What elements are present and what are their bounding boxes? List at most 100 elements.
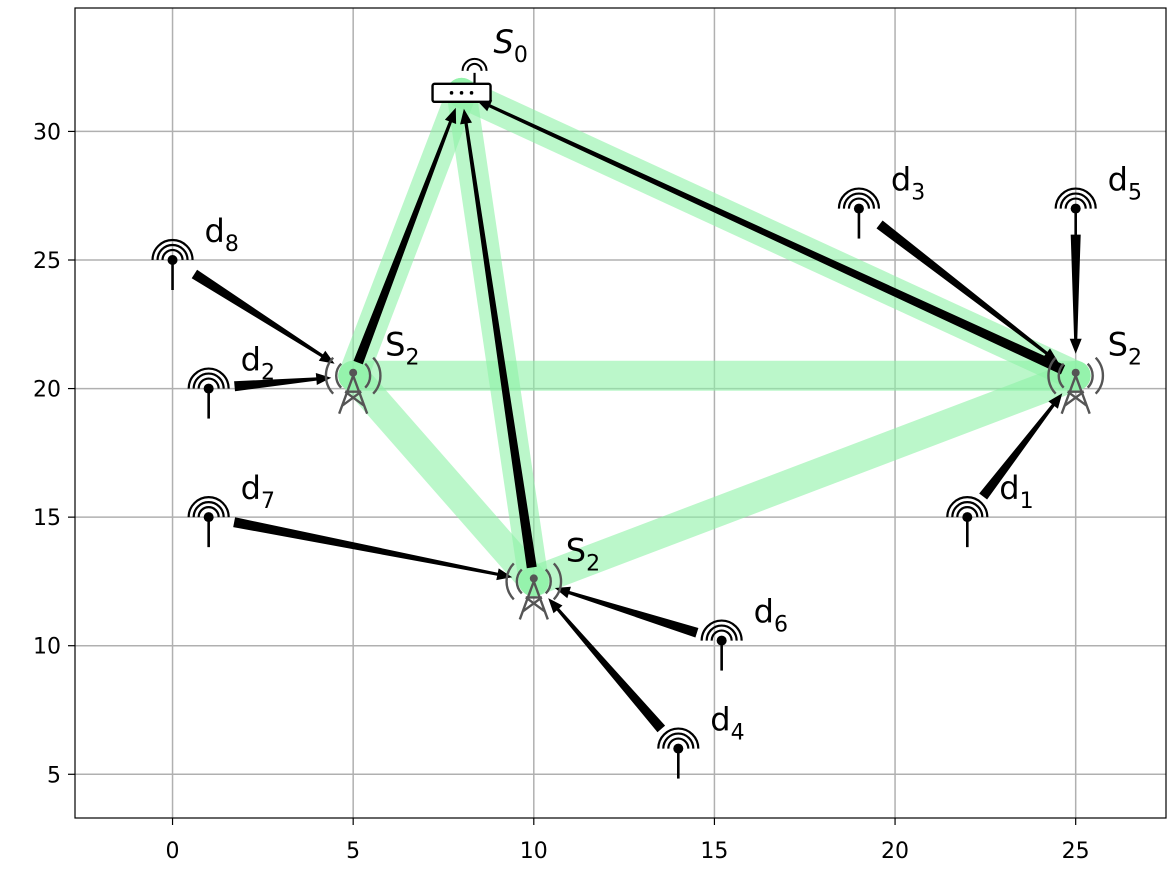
tower-body [338,375,369,415]
signal-arc [710,629,733,641]
y-tick-label: 20 [33,378,61,403]
signal-arc [956,506,979,518]
arrow-d4-to-SC [548,598,666,733]
signal-arc [187,496,230,518]
x-tick-label: 0 [166,839,180,864]
signal-arc [1054,187,1097,209]
signal-arc [192,372,225,389]
arrows [191,99,1082,733]
signal-arc [842,192,876,209]
signal-arc [837,187,881,209]
tower-wave [1086,362,1094,389]
device-icon-d3 [837,187,881,239]
signal-arc [951,501,984,518]
arrow-d8-to-SA [191,269,335,364]
y-tick-label: 30 [33,120,61,145]
tower-body [518,581,549,620]
tower-wave [1094,356,1105,395]
device-icon-d5 [1054,187,1097,239]
signal-arc [161,248,184,261]
device-label-d6-main: d [754,593,774,631]
device-label-d4: d4 [710,701,744,746]
arrow-SB-to-S0 [476,99,1066,375]
device-label-d4-main: d [710,701,730,739]
arrow-d1-to-SB [979,393,1063,500]
x-tick-label: 10 [520,839,548,864]
device-icon-d7 [187,496,230,548]
signal-arc [1059,192,1092,209]
device-label-d5-main: d [1108,161,1128,199]
tower-wave [364,362,372,389]
router-led [459,91,464,95]
x-tick-label: 20 [881,839,909,864]
station-label-SB: S2 [1108,326,1142,371]
device-label-d5: d5 [1108,161,1142,206]
tower-body [1060,375,1091,415]
device-label-d2-subscript: 2 [261,361,275,386]
arrow-d5-to-SB [1069,234,1082,354]
device-icon-d6 [700,619,743,671]
device-label-d1: d1 [999,469,1033,514]
signal-arc [700,619,743,641]
device-label-d3-subscript: 3 [911,181,925,206]
station-label-SA-main: S [385,326,405,364]
signal-arc [667,737,690,749]
station-label-SC-main: S [566,531,586,569]
station-label-SC: S2 [566,531,600,576]
tower-wave [505,562,515,601]
router-led [449,91,454,95]
signal-arc [156,243,189,261]
device-label-d6: d6 [754,593,788,638]
station-label-S0-main: S [494,23,514,61]
x-tick-label: 15 [700,839,728,864]
device-label-d8: d8 [205,212,239,257]
signal-arc [187,367,230,389]
device-label-d3: d3 [891,161,925,206]
device-label-d7: d7 [241,469,275,514]
y-tick-label: 5 [47,763,61,788]
y-tick-label: 25 [33,249,61,274]
router-signal-arc [461,57,488,71]
signal-arc [192,501,225,518]
signal-arc [946,496,989,518]
station-label-S0: S0 [494,23,528,68]
station-label-SA-subscript: 2 [405,346,419,371]
link-SC-SB [518,360,1091,597]
tower-wave [335,362,343,389]
device-label-d2-main: d [241,341,261,379]
tower-wave [372,356,382,395]
device-label-d8-subscript: 8 [225,232,239,257]
device-label-d7-main: d [241,469,261,507]
x-tick-label: 25 [1062,839,1090,864]
signal-arc [662,732,695,749]
tower-top [349,368,358,377]
arrow-d3-to-SB [876,220,1059,363]
tower-wave [552,562,563,601]
device-label-d5-subscript: 5 [1128,181,1142,206]
axes-frame [74,7,1167,819]
tower-top [1071,368,1080,377]
arrow-d2-to-SA [234,373,332,392]
y-tick-label: 15 [33,506,61,531]
signal-arc [657,727,700,749]
tower-wave [544,568,552,595]
x-tick-label: 5 [346,839,360,864]
device-label-d1-main: d [999,469,1019,507]
arrow-SA-to-S0 [353,107,457,365]
arrow-d6-to-SC [554,586,699,638]
tower-wave [1057,362,1065,389]
device-label-d7-subscript: 7 [261,489,275,514]
station-label-SB-main: S [1108,326,1128,364]
router-led [469,91,474,95]
device-label-d3-main: d [891,161,911,199]
device-label-d1-subscript: 1 [1020,489,1034,514]
signal-arc [1064,197,1087,209]
signal-arc [847,197,871,209]
device-label-d4-subscript: 4 [731,721,745,746]
signal-arc [151,238,194,261]
device-label-d6-subscript: 6 [774,613,788,638]
tower-wave [515,568,523,595]
